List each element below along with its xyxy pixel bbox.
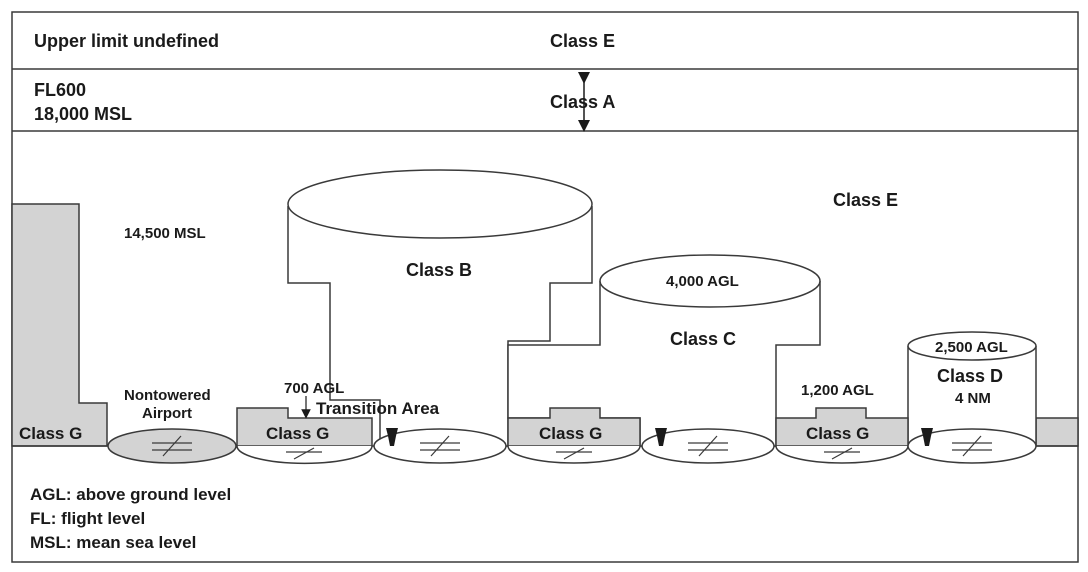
runway-symbol-icon [420,435,460,457]
band-mid-left-label-1: FL600 [34,80,86,100]
runway-symbol-icon [286,447,322,460]
band-top-left-label: Upper limit undefined [34,31,219,51]
runway-symbol-icon [824,447,860,460]
band-mid-left-label-2: 18,000 MSL [34,104,132,124]
transition-area-label: Transition Area [316,399,440,418]
agl-4000-label: 4,000 AGL [666,273,739,290]
class-g-right-strip [1035,417,1079,447]
class-b-airspace [287,169,593,447]
airport-class-b-outer [507,445,641,464]
runway-symbol-icon [688,435,728,457]
legend-msl: MSL: mean sea level [30,533,196,552]
control-tower-icon [655,428,667,446]
class-g-label-3: Class G [806,424,869,443]
class-g-label-left: Class G [19,424,82,443]
nontowered-label-1: Nontowered [124,387,211,404]
control-tower-icon [921,428,933,446]
runway-symbol-icon [152,435,192,457]
agl-1200-label: 1,200 AGL [801,382,874,399]
legend-agl: AGL: above ground level [30,485,231,504]
class-d-label: Class D [937,366,1003,386]
agl-700-label: 700 AGL [284,380,344,397]
airport-nontowered [107,428,237,464]
class-e-label: Class E [833,190,898,210]
airport-class-d [907,428,1037,464]
airport-class-b [373,428,507,464]
class-g-left-block [11,203,108,447]
agl-2500-label: 2,500 AGL [935,339,1008,356]
nontowered-label-2: Airport [142,405,192,422]
class-c-label: Class C [670,329,736,349]
class-d-nm-label: 4 NM [955,390,991,407]
legend-fl: FL: flight level [30,509,145,528]
airport-class-c [641,428,775,464]
band-top-center-label: Class E [550,31,615,51]
runway-symbol-icon [952,435,992,457]
band-mid-center-label: Class A [550,92,615,112]
class-g-label-1: Class G [266,424,329,443]
airport-class-c-outer [775,445,909,464]
control-tower-icon [386,428,398,446]
msl-14500-label: 14,500 MSL [124,225,206,242]
class-g-label-2: Class G [539,424,602,443]
airport-transition [236,445,373,465]
class-b-label: Class B [406,260,472,280]
runway-symbol-icon [556,447,592,460]
